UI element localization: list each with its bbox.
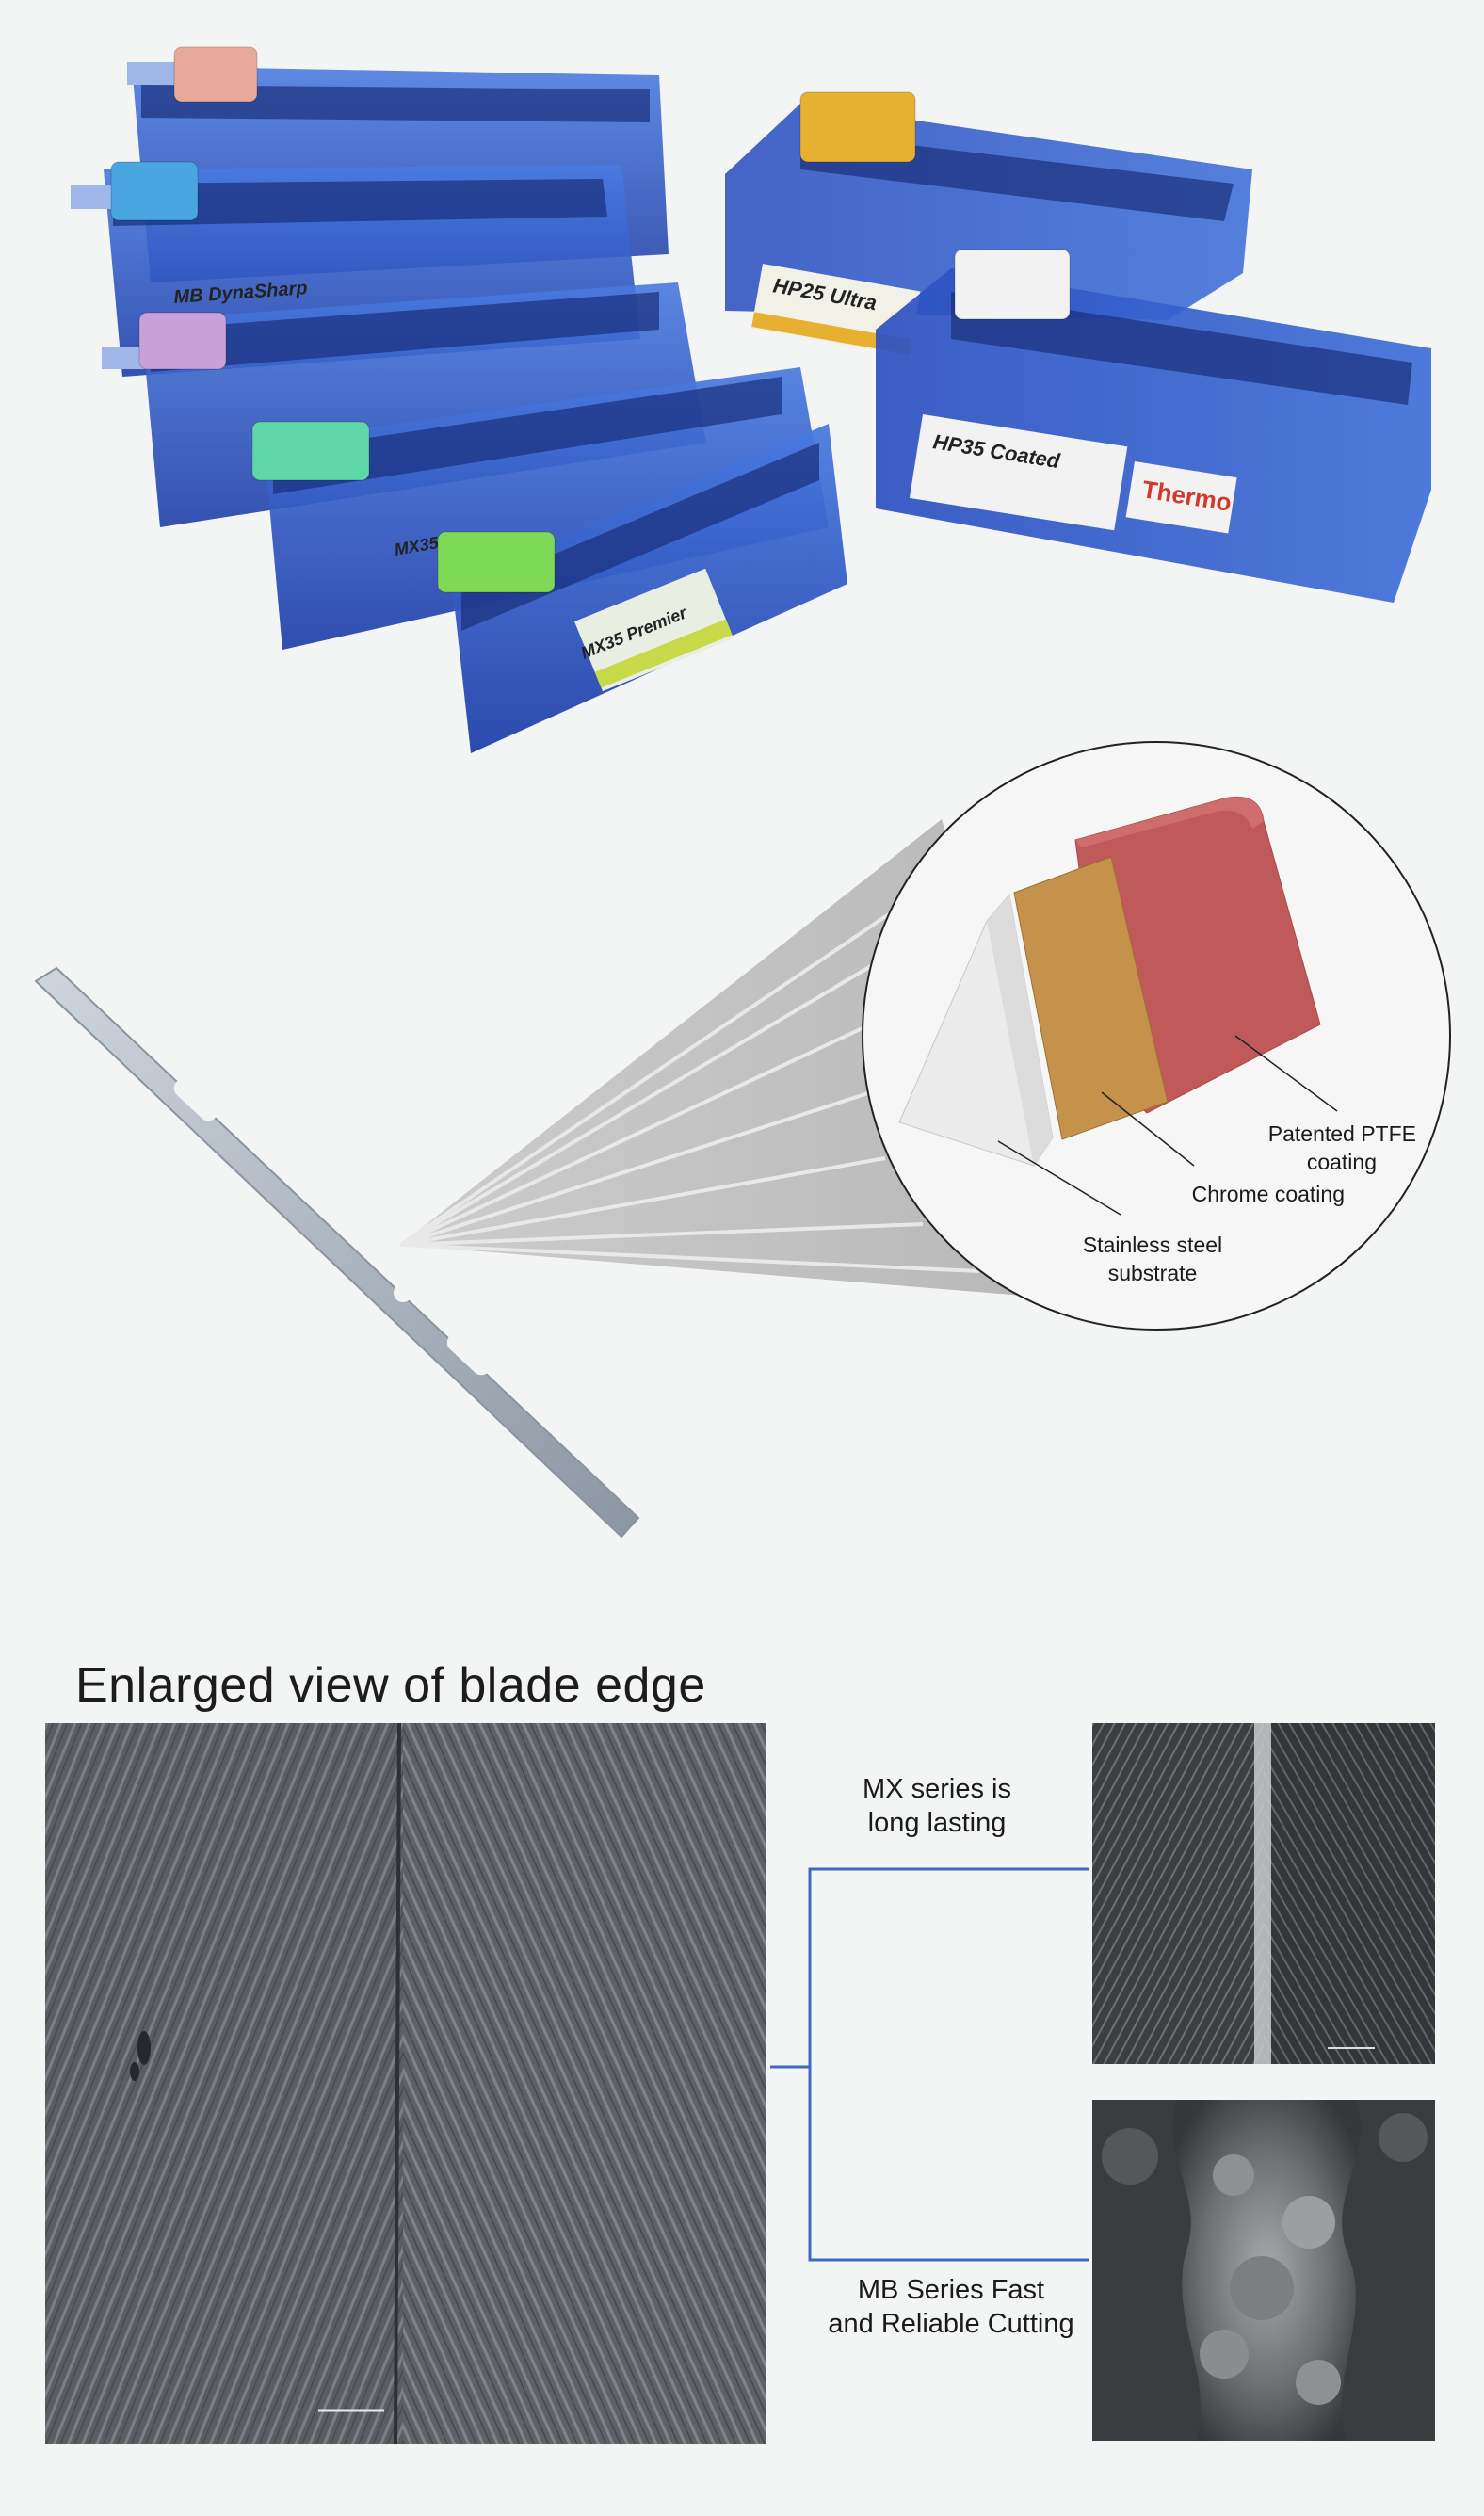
mb-series-caption: MB Series Fast and Reliable Cutting	[810, 2273, 1092, 2341]
grip-tab-yellow	[799, 91, 916, 163]
grip-tab-white	[954, 249, 1071, 320]
sem-mb-series-image	[1092, 2100, 1435, 2441]
mx-series-caption: MX series is long lasting	[810, 1772, 1064, 1840]
microtome-blade	[34, 966, 640, 1539]
grip-tab-pink	[173, 46, 258, 103]
product-photo-section: MB DynaSharp MX35 MX35 Pre	[0, 0, 1484, 772]
box-mx35-premier: MX35 Premier	[437, 424, 847, 753]
mx-caption-line1: MX series is	[863, 1774, 1011, 1804]
chrome-layer	[1013, 856, 1169, 1140]
ptfe-label-line2: coating	[1307, 1150, 1377, 1174]
steel-label-line1: Stainless steel	[1083, 1233, 1222, 1257]
mb-caption-line1: MB Series Fast	[857, 2275, 1045, 2305]
blade-cross-section-svg: Patented PTFE coating Chrome coating Sta…	[34, 741, 1451, 1539]
box-hp35-coated: HP35 Coated Thermo	[876, 249, 1431, 603]
mb-caption-line2: and Reliable Cutting	[828, 2309, 1074, 2339]
callout-connector	[770, 1867, 1089, 2262]
section-title: Enlarged view of blade edge	[75, 1658, 706, 1713]
steel-label-line2: substrate	[1108, 1261, 1198, 1285]
magnified-edge-circle: Patented PTFE coating Chrome coating Sta…	[862, 741, 1451, 1331]
steel-substrate	[898, 893, 1054, 1167]
grip-tab-purple	[138, 312, 227, 370]
grip-tab-green	[437, 531, 556, 593]
chrome-label: Chrome coating	[1192, 1182, 1345, 1206]
chrome-leader-line	[1101, 1091, 1195, 1167]
grip-tab-green-mint	[251, 421, 370, 481]
ptfe-label-line1: Patented PTFE	[1268, 1121, 1416, 1146]
sem-mx-series-image	[1092, 1723, 1435, 2064]
grip-tab-blue	[110, 161, 199, 221]
blade-coating-diagram: Patented PTFE coating Chrome coating Sta…	[0, 716, 1484, 1563]
steel-leader-line	[997, 1140, 1121, 1216]
blade-dispenser-boxes-illustration: MB DynaSharp MX35 MX35 Pre	[71, 46, 1431, 753]
sem-main-image	[45, 1723, 766, 2444]
box-mx35: MX35	[251, 367, 829, 650]
ptfe-leader-line	[1234, 1035, 1338, 1112]
mx-caption-line2: long lasting	[867, 1808, 1007, 1838]
enlarged-edge-section: Enlarged view of blade edge	[0, 1638, 1484, 2516]
